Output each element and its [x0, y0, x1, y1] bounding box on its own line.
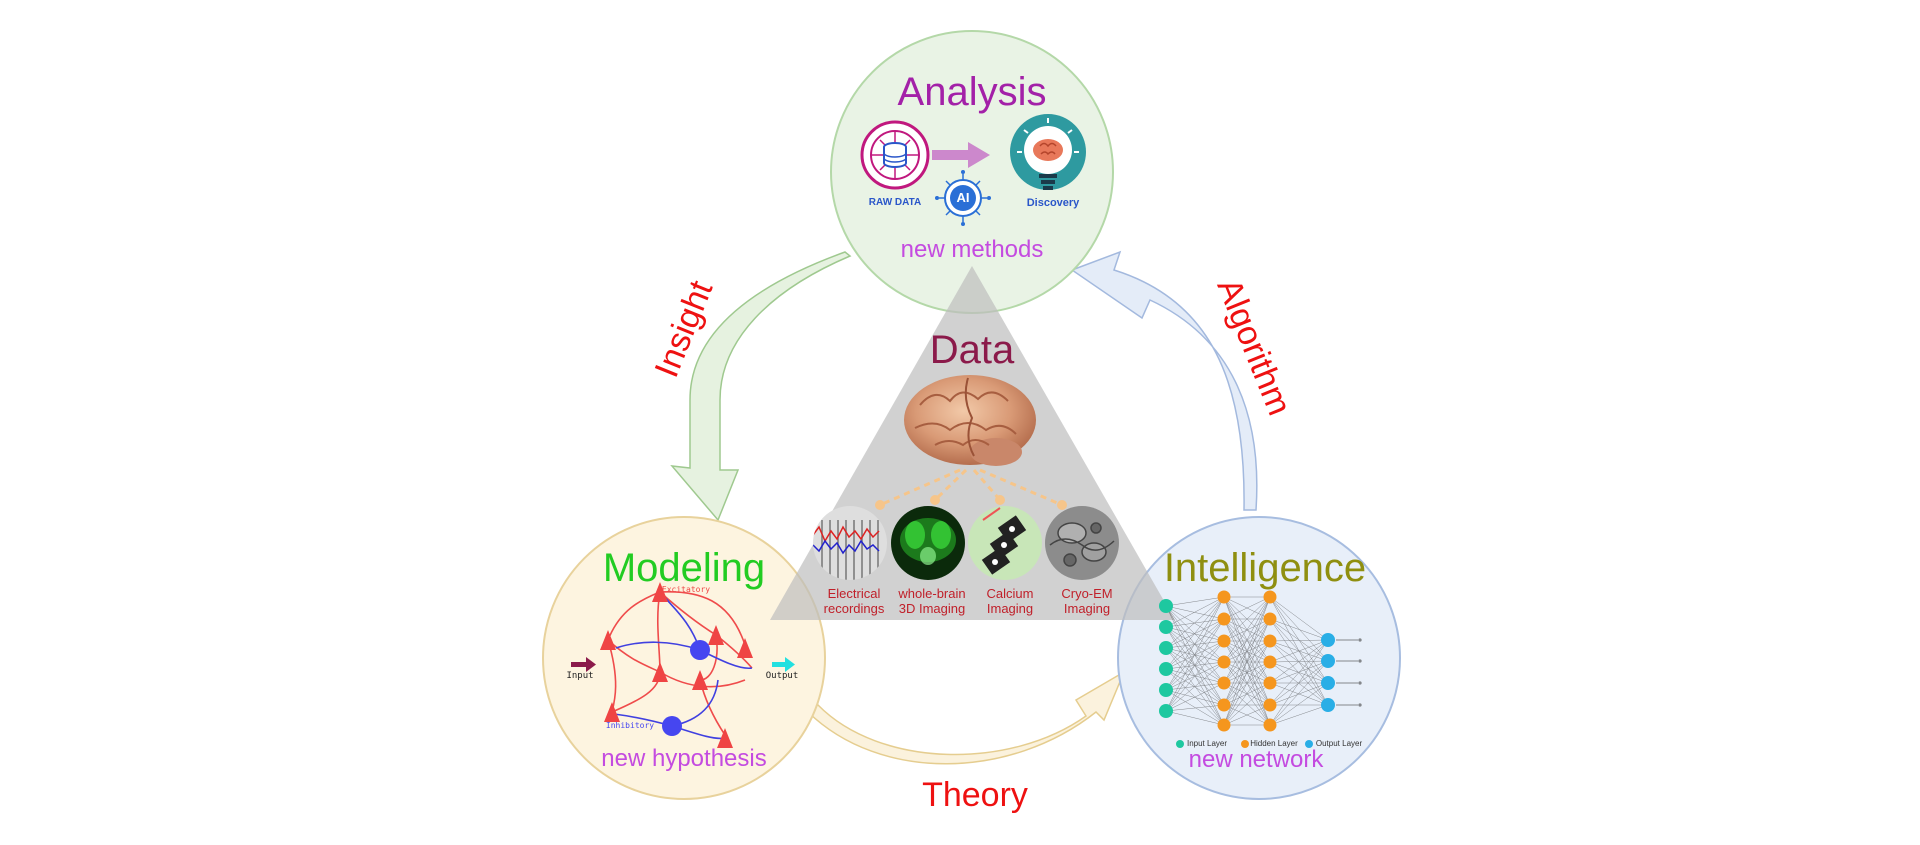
- nn-legend-dots: [1176, 740, 1313, 748]
- brain-connectors: [879, 468, 1063, 507]
- intelligence-title: Intelligence: [1163, 546, 1367, 590]
- modality-label-calcium: Calcium Imaging: [987, 586, 1034, 616]
- nn-node: [1263, 676, 1277, 690]
- discovery-arrow-icon: [932, 142, 990, 168]
- analysis-subtitle: new methods: [900, 236, 1044, 263]
- nn-node: [1217, 698, 1231, 712]
- theory-label: Theory: [922, 776, 1028, 814]
- theory-arrow: [806, 670, 1126, 765]
- legend-hidden-layer: Hidden Layer: [1250, 739, 1298, 748]
- modality-line2: Imaging: [986, 601, 1034, 616]
- nn-node: [1217, 676, 1231, 690]
- nn-node: [1263, 718, 1277, 732]
- nn-node: [1263, 698, 1277, 712]
- nn-node: [1263, 634, 1277, 648]
- modeling-title: Modeling: [602, 546, 766, 590]
- brain-image: [904, 375, 1036, 466]
- output-arrow-icon: [772, 657, 795, 672]
- nn-node: [1217, 655, 1231, 669]
- neural-circuit-diagram: [571, 582, 795, 748]
- modality-label-cryo-em: Cryo-EM Imaging: [1061, 586, 1112, 616]
- nn-node: [1217, 718, 1231, 732]
- nn-node: [1263, 590, 1277, 604]
- nn-node: [1263, 655, 1277, 669]
- modality-line1: whole-brain: [898, 586, 966, 601]
- analysis-title: Analysis: [897, 70, 1047, 114]
- nn-node: [1159, 599, 1173, 613]
- nn-node: [1321, 633, 1335, 647]
- modality-line1: Cryo-EM: [1061, 586, 1113, 601]
- discovery-bulb-icon: [1010, 114, 1086, 190]
- nn-node: [1217, 612, 1231, 626]
- nn-node: [1159, 620, 1173, 634]
- ai-chip-icon: [935, 170, 991, 226]
- nn-node: [1217, 634, 1231, 648]
- excitatory-label: Excitatory: [661, 585, 711, 594]
- modality-line2: Imaging: [1063, 601, 1111, 616]
- neural-network-diagram: [1159, 590, 1362, 748]
- nn-node: [1159, 662, 1173, 676]
- calcium-imaging-image: [968, 506, 1042, 580]
- input-label: Input: [566, 671, 594, 681]
- data-title: Data: [929, 328, 1015, 372]
- inhibitory-label: Inhibitory: [605, 721, 655, 730]
- electrical-recordings-image: [813, 506, 887, 580]
- insight-arrow: [670, 251, 852, 522]
- nn-node: [1321, 698, 1335, 712]
- whole-brain-3d-imaging-image: [891, 506, 965, 580]
- legend-input-layer: Input Layer: [1186, 739, 1228, 748]
- connector-dots: [875, 495, 1067, 510]
- modality-line2: 3D Imaging: [898, 601, 966, 616]
- modality-line1: Electrical: [827, 586, 881, 601]
- raw-data-label: RAW DATA: [868, 197, 922, 208]
- modeling-circle: [542, 516, 826, 800]
- output-label: Output: [765, 671, 799, 681]
- nn-node: [1217, 590, 1231, 604]
- legend-output-layer: Output Layer: [1315, 739, 1363, 748]
- modality-line1: Calcium: [986, 586, 1034, 601]
- raw-data-camera-icon: [860, 120, 930, 190]
- nn-node: [1159, 704, 1173, 718]
- input-arrow-icon: [571, 657, 596, 672]
- nn-node: [1321, 654, 1335, 668]
- intelligence-circle: [1117, 516, 1401, 800]
- nn-node: [1263, 612, 1277, 626]
- nn-node: [1321, 676, 1335, 690]
- modeling-subtitle: new hypothesis: [601, 745, 767, 772]
- cryo-em-imaging-image: [1045, 506, 1119, 580]
- intelligence-subtitle: new network: [1188, 746, 1324, 773]
- ai-label: AI: [956, 190, 970, 205]
- nn-node: [1159, 641, 1173, 655]
- modality-label-electrical: Electrical recordings: [824, 586, 885, 616]
- modality-label-whole-brain: whole-brain 3D Imaging: [898, 586, 965, 616]
- discovery-label: Discovery: [1026, 197, 1080, 209]
- modality-line2: recordings: [823, 601, 885, 616]
- nn-node: [1159, 683, 1173, 697]
- algorithm-arrow: [1070, 250, 1258, 511]
